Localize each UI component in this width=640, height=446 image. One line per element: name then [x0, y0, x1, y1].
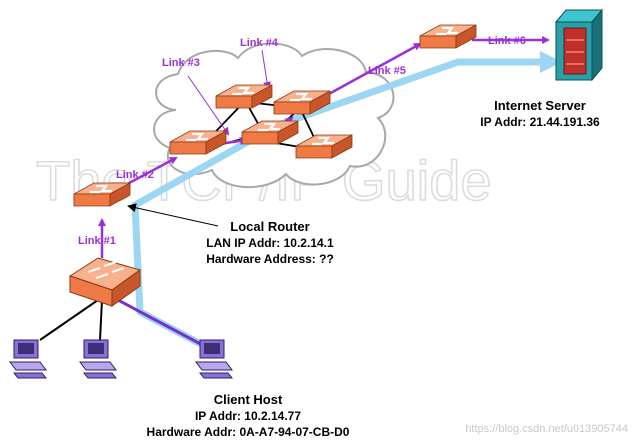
link-1-label: Link #1: [78, 235, 116, 247]
computer-icon: [9, 339, 48, 379]
client-host-ip: IP Addr: 10.2.14.77: [195, 409, 301, 423]
credit-watermark: https://blog.csdn.net/u013905744: [465, 423, 628, 435]
edge-router-icon: [418, 23, 478, 50]
client-host-computer-icon: [195, 339, 234, 379]
server-icon: [554, 8, 604, 82]
internet-server-title: Internet Server: [494, 98, 586, 113]
local-router-pointer: [127, 203, 219, 227]
link-3-label: Link #3: [162, 57, 200, 69]
client-host-hardware: Hardware Addr: 0A-A7-94-07-CB-D0: [147, 425, 350, 439]
lan-wiring: [39, 298, 209, 350]
link-6-label: Link #6: [488, 35, 526, 47]
local-router-lan-ip: LAN IP Addr: 10.2.14.1: [206, 236, 334, 250]
switch-hub-icon: [68, 257, 142, 307]
local-router-title: Local Router: [230, 219, 309, 234]
internet-server-ip: IP Addr: 21.44.191.36: [480, 115, 600, 129]
local-router-hardware: Hardware Address: ??: [206, 252, 334, 266]
client-host-title: Client Host: [214, 392, 283, 407]
computer-icon: [79, 339, 118, 379]
link-5-line: [317, 42, 422, 102]
link-4-label: Link #4: [240, 37, 279, 49]
link-pointer-arrows: [187, 49, 272, 136]
link-2-label: Link #2: [116, 169, 154, 181]
link-5-label: Link #5: [368, 65, 406, 77]
